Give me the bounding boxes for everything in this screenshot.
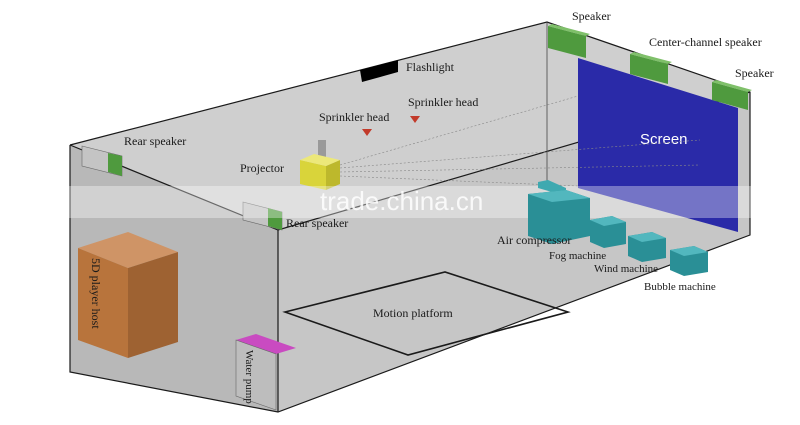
rear-speaker-2-label: Rear speaker — [286, 216, 348, 230]
bubble-machine-label: Bubble machine — [644, 281, 716, 293]
projector — [300, 140, 340, 190]
speaker-top — [548, 24, 590, 58]
wind-machine — [628, 232, 666, 262]
center-channel-speaker-label: Center-channel speaker — [649, 35, 762, 49]
fog-machine-label: Fog machine — [549, 250, 606, 262]
flashlight-label: Flashlight — [406, 60, 455, 74]
speaker-right-label: Speaker — [735, 66, 774, 80]
screen-panel — [578, 58, 738, 232]
sprinkler-head-2 — [410, 116, 420, 123]
sprinkler-head-1 — [362, 129, 372, 136]
bubble-machine — [670, 246, 708, 276]
projector-label: Projector — [240, 161, 284, 175]
watermark-band — [0, 186, 800, 218]
center-channel-speaker — [630, 52, 672, 84]
sprinkler-head-1-label: Sprinkler head — [319, 110, 389, 124]
fog-machine — [590, 216, 626, 248]
water-pump-label: Water pump — [243, 350, 255, 404]
motion-platform-label: Motion platform — [373, 306, 453, 320]
screen-label: Screen — [640, 131, 688, 148]
motion-platform — [282, 271, 571, 356]
speaker-right — [712, 80, 752, 110]
wind-machine-label: Wind machine — [594, 263, 658, 275]
rear-speaker-1-label: Rear speaker — [124, 134, 186, 148]
player-host — [78, 232, 178, 358]
air-compressor — [528, 180, 590, 244]
water-pump — [235, 334, 296, 411]
rear-speaker-right — [242, 201, 283, 231]
speaker-top-label: Speaker — [572, 9, 611, 23]
air-compressor-label: Air compressor — [497, 233, 571, 247]
sprinkler-head-2-label: Sprinkler head — [408, 95, 478, 109]
player-host-label: 5D player host — [89, 258, 103, 329]
projector-beam — [339, 95, 701, 187]
watermark: trade.china.cn — [320, 186, 483, 216]
rear-speaker-left — [81, 145, 123, 177]
flashlight — [360, 60, 398, 82]
